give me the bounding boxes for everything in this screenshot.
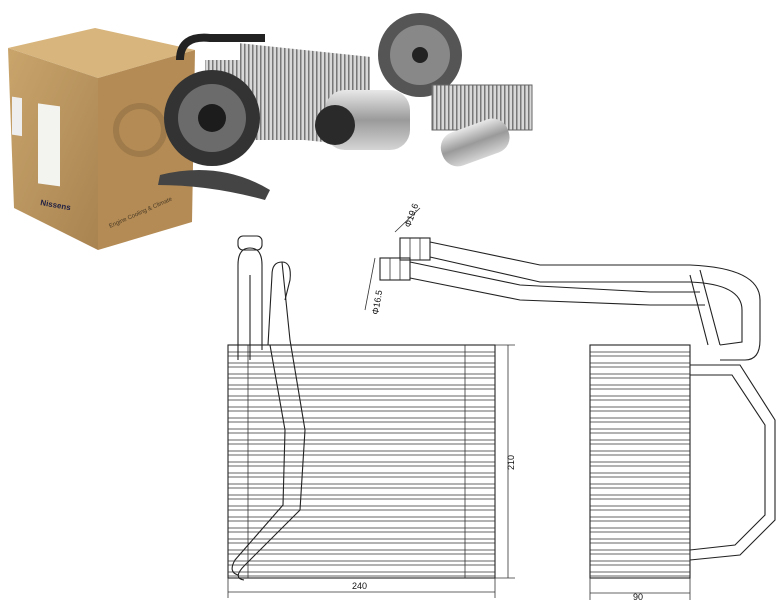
product-collage (158, 13, 533, 200)
height-label: 210 (506, 455, 516, 470)
pipe-top-view: Φ19.6 Φ16.5 (364, 202, 761, 361)
evaporator-side-view: 90 (589, 344, 776, 602)
depth-label: 90 (633, 592, 643, 602)
box-label (38, 103, 60, 187)
evaporator-front-view: 210 240 (227, 235, 516, 598)
pipe-diameter-small: Φ16.5 (370, 289, 384, 315)
pipe-diameter-large: Φ19.6 (402, 202, 420, 229)
barcode (12, 96, 22, 137)
width-label: 240 (352, 581, 367, 591)
side-fins (590, 351, 690, 577)
cardboard-box: Nissens Engine Cooling & Climate (8, 28, 195, 250)
front-fins (228, 351, 495, 577)
core-outline (227, 344, 496, 579)
receiver-drier (440, 118, 510, 167)
